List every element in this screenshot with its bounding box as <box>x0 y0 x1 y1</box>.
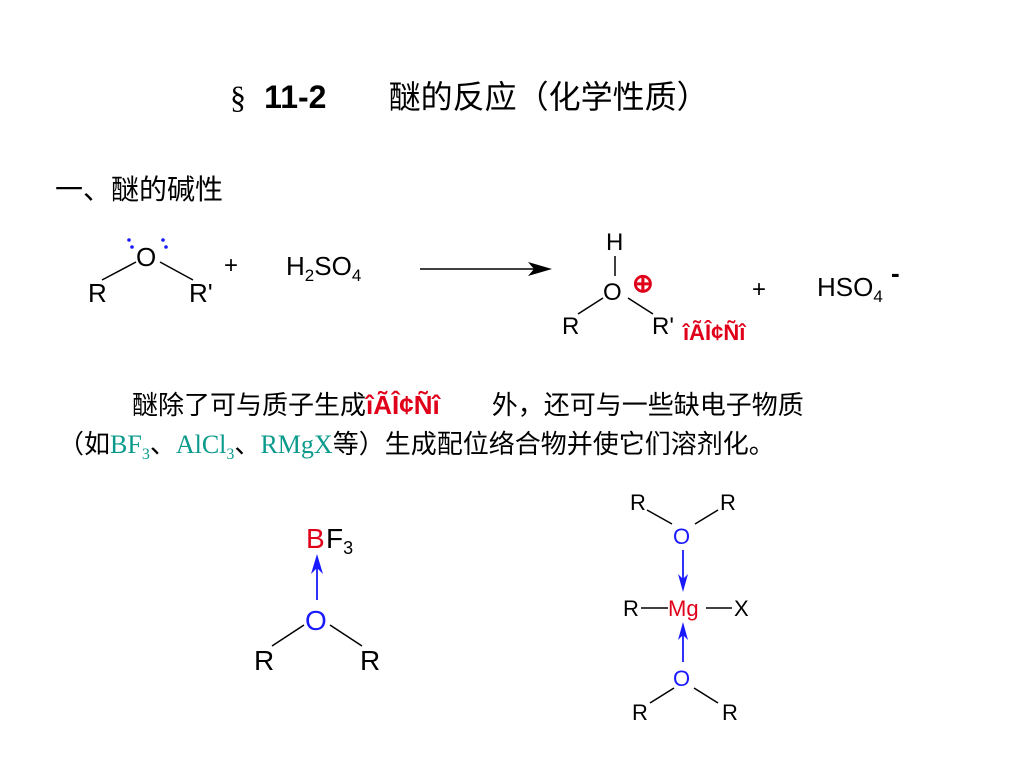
subsection-heading: 一、醚的碱性 <box>55 173 224 206</box>
separator-1: 、 <box>149 430 176 460</box>
bf3-complex: B F3 O R R <box>254 523 380 676</box>
magnesium-atom: Mg <box>668 596 699 621</box>
reagent-alcl3: AlCl3 <box>175 430 235 464</box>
plus-sign-1: + <box>224 252 238 279</box>
mg-top-r1: R <box>630 490 646 515</box>
anion-charge: - <box>891 258 900 288</box>
paragraph-line-2: （如BF3、AlCl3、RMgX等）生成配位络合物并使它们溶剂化。 <box>58 425 775 475</box>
mg-top-oxygen: O <box>673 524 690 549</box>
reagent-bf3: BF3 <box>110 430 150 464</box>
grignard-complex: R R O R Mg X O R R <box>623 490 749 725</box>
bf3-r1: R <box>254 645 274 676</box>
mg-top-r2: R <box>720 490 736 515</box>
arrow-up-icon <box>311 554 323 574</box>
mg-bottom-r2: R <box>722 700 738 725</box>
bisulfate-anion: HSO4 <box>817 272 883 306</box>
positive-charge-icon: ⊕ <box>632 268 654 298</box>
separator-2: 、 <box>234 430 261 460</box>
product-r-prime: R' <box>652 313 674 340</box>
section-title-text: 醚的反应（化学性质） <box>388 78 709 116</box>
bf3-r2: R <box>360 645 380 676</box>
reactant-ether: O R R' <box>88 238 213 308</box>
reagent-rmgx: RMgX <box>260 430 333 459</box>
sulfuric-acid: H2SO4 <box>286 251 361 285</box>
oxonium-product: H O ⊕ R R' îÃÎ¢Ñî <box>562 229 747 345</box>
reaction-arrow <box>420 262 552 276</box>
paragraph-text-1b: 外，还可与一些缺电子物质 <box>491 391 804 421</box>
paragraph-open: （如 <box>58 430 111 460</box>
mg-bottom-r1: R <box>632 700 648 725</box>
product-oxygen: O <box>603 279 622 306</box>
paragraph-garbled-text: îÃÎ¢Ñî <box>366 390 440 420</box>
mg-halide-x: X <box>734 596 749 621</box>
section-symbol: § <box>230 79 246 115</box>
bf3-oxygen: O <box>305 605 327 636</box>
reactant-r: R <box>88 278 107 308</box>
product-r: R <box>562 313 579 340</box>
paragraph-text-1a: 醚除了可与质子生成 <box>132 391 367 421</box>
bf3-fluorines: F3 <box>326 523 353 558</box>
mg-bottom-oxygen: O <box>673 666 690 691</box>
mg-left-r: R <box>623 596 639 621</box>
paragraph-text-2: 等）生成配位络合物并使它们溶剂化。 <box>332 430 775 460</box>
section-number: 11-2 <box>264 79 327 115</box>
paragraph-line-1: 醚除了可与质子生成îÃÎ¢Ñî 外，还可与一些缺电子物质 <box>132 385 804 426</box>
product-hydrogen: H <box>606 229 623 256</box>
page-title: § 11-2 醚的反应（化学性质） <box>230 72 709 118</box>
lone-pair-dots <box>127 238 168 249</box>
plus-sign-2: + <box>752 276 766 303</box>
boron-atom: B <box>306 523 325 554</box>
arrow-up-icon <box>678 622 688 640</box>
product-garbled-label: îÃÎ¢Ñî <box>682 320 747 345</box>
reactant-oxygen: O <box>136 242 156 272</box>
reactant-r-prime: R' <box>189 278 213 308</box>
arrow-down-icon <box>678 574 688 592</box>
